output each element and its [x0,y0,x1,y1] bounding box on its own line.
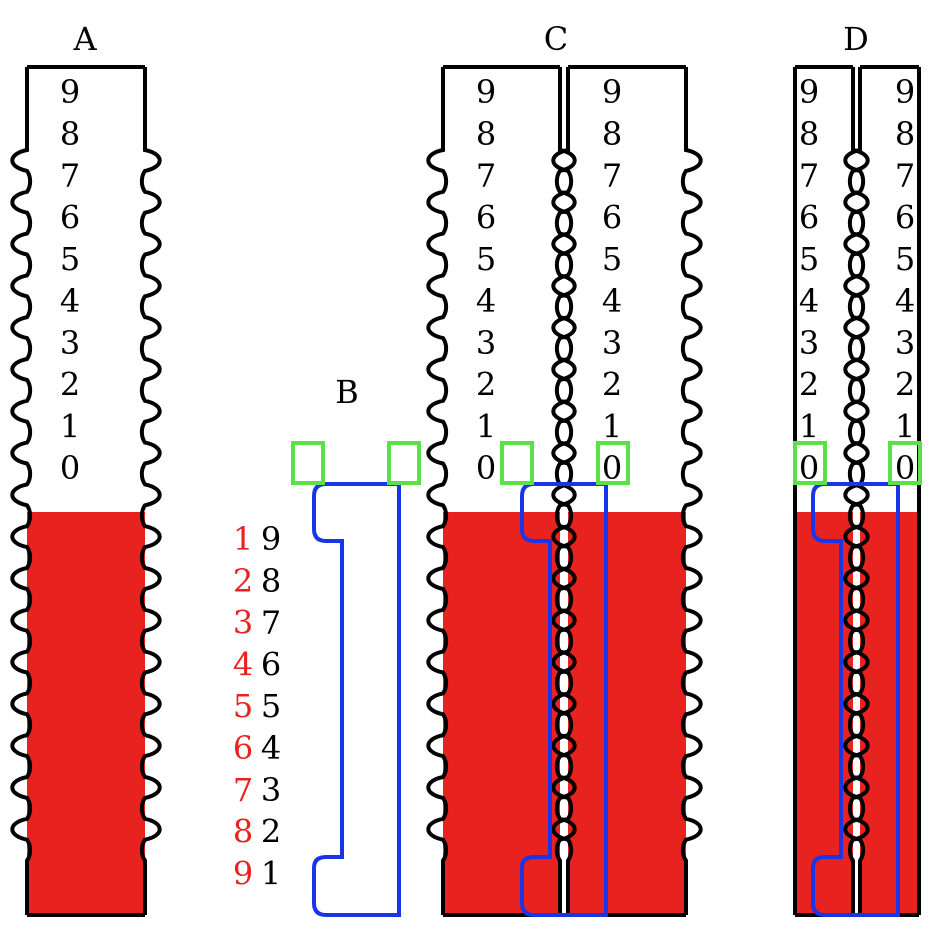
tube-d-left-digit: 3 [799,324,819,362]
tube-c-right-left-wall [551,67,574,915]
complement-black-digit: 4 [261,729,281,767]
tube-d-right-digit: 1 [895,407,915,445]
tube-c-left [426,65,577,917]
tube-a-digit: 0 [60,449,80,487]
complement-black-digit: 1 [261,854,281,892]
panel-label-a: A [72,20,97,58]
tube-d-right-digit: 4 [895,282,915,320]
tube-c-right-digit: 8 [602,115,622,153]
complement-red-digit: 3 [233,604,253,642]
tube-c-left-left-wall [426,67,449,915]
complement-black-digit: 2 [261,813,281,851]
complement-red-digit: 8 [233,813,253,851]
tube-d-left-digit: 0 [799,449,819,487]
tube-c-left-fill [443,512,560,915]
tube-c-right-digit: 6 [602,198,622,236]
complement-red-digit: 4 [233,645,253,683]
complement-red-digit: 7 [233,771,253,809]
panel-label-c: C [544,20,568,58]
tube-c-right-digit: 0 [602,449,622,487]
tube-c-right-digit: 7 [602,157,622,195]
tube-c-right-digit: 4 [602,282,622,320]
tube-c-right [551,65,703,917]
tube-d-left-digit: 1 [799,407,819,445]
tube-c-right-digit: 1 [602,407,622,445]
complement-red-digit: 9 [233,854,253,892]
slider-c [520,482,608,917]
tube-c-right-digit: 3 [602,324,622,362]
tube-d-left-digit: 9 [799,73,819,111]
window-d-right [888,441,922,485]
tube-d-right-digit: 8 [895,115,915,153]
tube-c-right-digit: 9 [602,73,622,111]
tube-d-right-digit: 7 [895,157,915,195]
tube-a-digit: 2 [60,366,80,404]
tube-c-left-digit: 2 [476,366,496,404]
tube-d-right-digit: 9 [895,73,915,111]
tube-a-digit: 3 [60,324,80,362]
tube-c-left-digit: 3 [476,324,496,362]
tube-c-left-digit: 7 [476,157,496,195]
window-c-right [596,441,630,485]
complement-black-digit: 8 [261,562,281,600]
tube-d-right-fill [860,512,919,915]
tube-c-left-digit: 6 [476,198,496,236]
tube-d-right-digit: 3 [895,324,915,362]
tube-a [10,65,162,917]
tube-d-left-digit: 7 [799,157,819,195]
tube-d-left-digit: 8 [799,115,819,153]
tube-a-left-wall [10,67,33,915]
tube-a-digit: 8 [60,115,80,153]
tube-a-right-wall [139,67,162,915]
tube-a-fill [27,512,145,915]
tube-c-right-right-wall [680,67,703,915]
complement-red-digit: 6 [233,729,253,767]
complement-red-digit: 5 [233,687,253,725]
complement-red-digit: 2 [233,562,253,600]
tube-c-left-right-wall [554,67,577,915]
window-b-right [387,441,421,485]
slider-b [312,482,401,917]
complement-black-digit: 5 [261,687,281,725]
window-c-left [500,441,534,485]
tube-a-digit: 6 [60,198,80,236]
tube-a-digit: 4 [60,282,80,320]
tube-c-left-digit: 8 [476,115,496,153]
tube-d-right-left-wall [843,67,866,915]
tube-c-left-digit: 4 [476,282,496,320]
panel-label-b: B [335,373,359,411]
slider-d [811,482,900,917]
complement-red-digit: 1 [233,520,253,558]
tube-d-right-digit: 5 [895,240,915,278]
complement-black-digit: 7 [261,604,281,642]
tube-d-right-digit: 6 [895,198,915,236]
tube-c-left-digit: 0 [476,449,496,487]
panel-label-d: D [843,20,869,58]
complement-black-digit: 6 [261,645,281,683]
tube-a-digit: 1 [60,407,80,445]
tube-a-digit: 5 [60,240,80,278]
tube-d-right-digit: 2 [895,366,915,404]
tube-d-left-digit: 4 [799,282,819,320]
complement-black-digit: 9 [261,520,281,558]
tube-c-right-digit: 5 [602,240,622,278]
tube-c-right-digit: 2 [602,366,622,404]
tube-d-left-digit: 2 [799,366,819,404]
complement-black-digit: 3 [261,771,281,809]
tube-c-right-fill [568,512,686,915]
window-d-left [793,441,827,485]
tube-d-left-fill [795,512,853,915]
window-b-left [291,441,325,485]
tube-c-left-digit: 5 [476,240,496,278]
tube-d-left-digit: 6 [799,198,819,236]
tube-a-digit: 9 [60,73,80,111]
tube-c-left-digit: 1 [476,407,496,445]
tube-c-left-digit: 9 [476,73,496,111]
tube-d-right-digit: 0 [895,449,915,487]
tube-a-digit: 7 [60,157,80,195]
tube-d-left-digit: 5 [799,240,819,278]
